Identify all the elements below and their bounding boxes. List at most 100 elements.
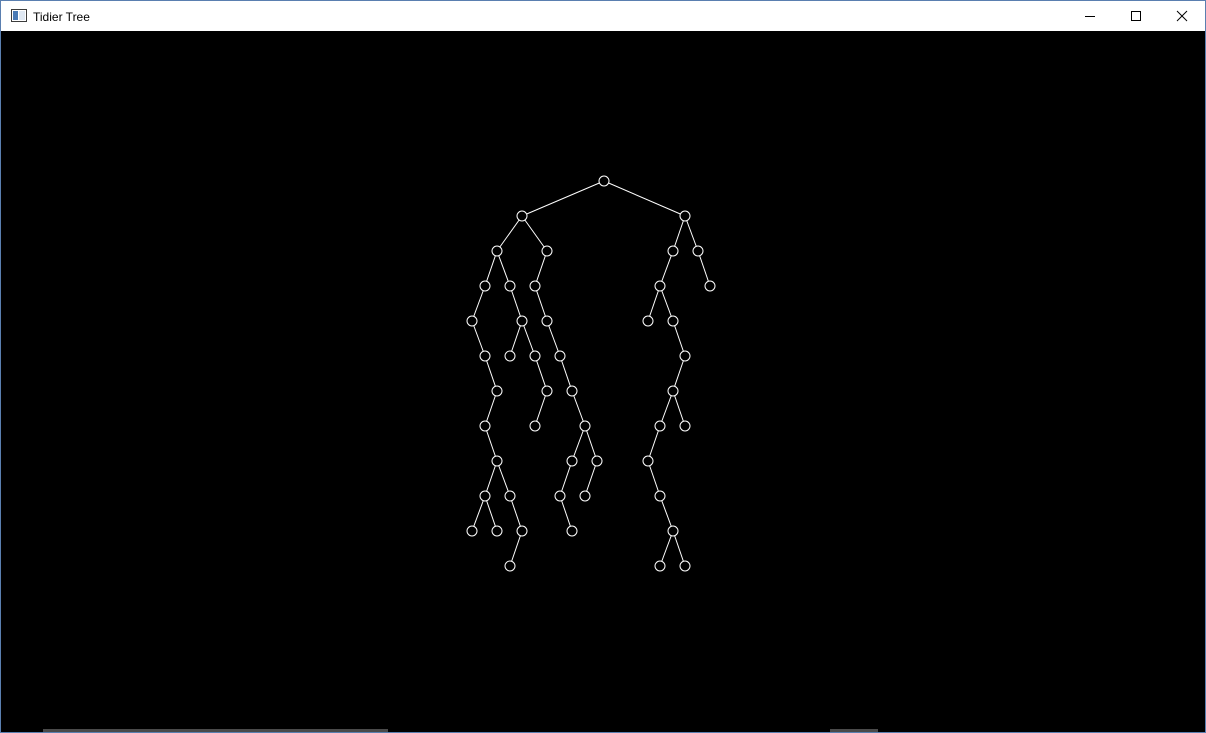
minimize-button[interactable]	[1067, 1, 1113, 31]
tree-edge	[571, 425, 586, 462]
tree-node	[642, 315, 654, 327]
tree-edge	[659, 285, 674, 322]
tree-edge	[484, 355, 498, 392]
close-icon	[1176, 10, 1188, 22]
tree-edge	[659, 250, 674, 287]
tree-edge	[603, 180, 686, 217]
tree-node	[491, 245, 503, 257]
tree-node	[504, 350, 516, 362]
tree-edge	[647, 460, 661, 497]
tree-node	[504, 280, 516, 292]
tree-edge	[471, 495, 486, 532]
scrollbar-thumb[interactable]	[830, 729, 878, 732]
tree-edge	[509, 320, 523, 357]
tree-node	[679, 560, 691, 572]
tree-edge	[509, 530, 523, 567]
close-button[interactable]	[1159, 1, 1205, 31]
tree-edge	[672, 530, 686, 567]
tree-edge	[484, 250, 498, 287]
tree-edge	[546, 320, 561, 357]
tree-node	[554, 350, 566, 362]
tree-edge	[684, 215, 699, 252]
tree-edge	[496, 215, 523, 252]
window-title: Tidier Tree	[33, 10, 90, 24]
tree-node	[598, 175, 610, 187]
tree-node	[654, 420, 666, 432]
tree-node	[579, 420, 591, 432]
tree-edge	[659, 390, 674, 427]
tree-node	[541, 245, 553, 257]
tree-node	[529, 350, 541, 362]
tree-edge	[697, 250, 711, 287]
tree-edge	[571, 390, 586, 427]
tree-node	[654, 560, 666, 572]
tree-node	[491, 455, 503, 467]
tree-node	[529, 420, 541, 432]
tree-node	[529, 280, 541, 292]
maximize-icon	[1131, 11, 1141, 21]
tree-node	[516, 315, 528, 327]
tree-node	[654, 490, 666, 502]
tree-node	[479, 490, 491, 502]
tree-edge	[672, 355, 686, 392]
tree-node	[667, 525, 679, 537]
tree-node	[516, 210, 528, 222]
tree-node	[504, 490, 516, 502]
tree-edge	[496, 460, 511, 497]
tree-edge	[559, 355, 573, 392]
tree-node	[679, 420, 691, 432]
tree-node	[479, 350, 491, 362]
tree-node	[516, 525, 528, 537]
tree-node	[566, 385, 578, 397]
tree-node	[679, 350, 691, 362]
tree-node	[642, 455, 654, 467]
tree-canvas	[1, 31, 1205, 732]
tree-edge	[521, 180, 605, 217]
tree-edge	[534, 250, 548, 287]
tree-node	[692, 245, 704, 257]
tree-edge	[672, 320, 686, 357]
tree-node	[466, 315, 478, 327]
tree-edge	[509, 495, 523, 532]
app-window-icon	[11, 9, 27, 22]
tree-edge	[509, 285, 523, 322]
tree-node	[667, 385, 679, 397]
tree-node	[541, 385, 553, 397]
tree-edge	[534, 390, 548, 427]
tree-edge	[471, 285, 486, 322]
tree-edge	[672, 390, 686, 427]
tree-edge	[584, 425, 598, 462]
tree-edge	[659, 530, 674, 567]
tree-node	[566, 455, 578, 467]
tree-node	[667, 245, 679, 257]
tree-node	[491, 525, 503, 537]
tree-edge	[484, 425, 498, 462]
title-bar[interactable]: Tidier Tree	[1, 1, 1205, 31]
tree-node	[667, 315, 679, 327]
tree-edge	[659, 495, 674, 532]
tree-node	[566, 525, 578, 537]
tree-edge	[484, 495, 498, 532]
tree-node	[554, 490, 566, 502]
tree-node	[504, 560, 516, 572]
tree-edge	[521, 320, 536, 357]
tree-node	[579, 490, 591, 502]
tree-edge	[484, 460, 498, 497]
tree-edge	[496, 250, 511, 287]
tree-edge	[534, 285, 548, 322]
tree-node	[541, 315, 553, 327]
tree-edge	[647, 285, 661, 322]
tree-edge	[584, 460, 598, 497]
tree-node	[704, 280, 716, 292]
tree-edge	[521, 215, 548, 252]
tree-node	[654, 280, 666, 292]
minimize-icon	[1085, 16, 1095, 17]
tree-node	[491, 385, 503, 397]
tree-edge	[471, 320, 486, 357]
tree-node	[466, 525, 478, 537]
tree-node	[479, 280, 491, 292]
tree-node	[591, 455, 603, 467]
scrollbar-thumb[interactable]	[43, 729, 388, 732]
maximize-button[interactable]	[1113, 1, 1159, 31]
